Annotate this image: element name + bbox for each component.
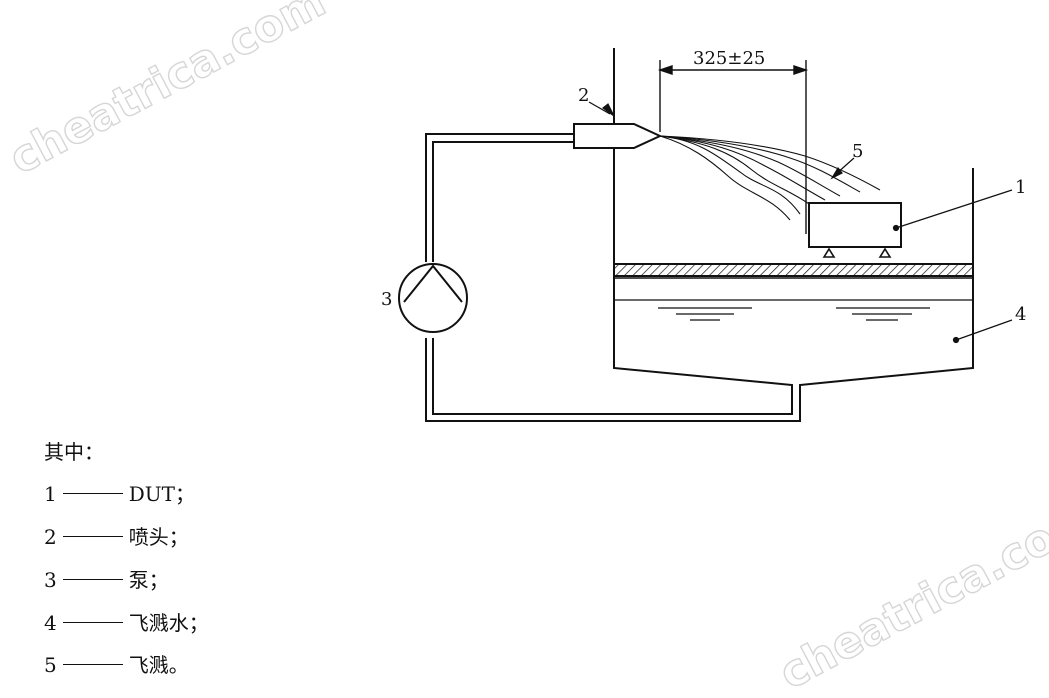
return-pipe (425, 338, 801, 422)
legend-item-2: 2 喷头； (44, 527, 189, 547)
grating (613, 263, 974, 301)
legend-item-5: 5 飞溅。 (44, 655, 189, 675)
legend-heading: 其中： (44, 440, 104, 464)
legend-item-4: 4 飞溅水； (44, 613, 209, 633)
dimension-label: 325±25 (693, 48, 765, 69)
legend-item-text: 飞溅水； (128, 611, 209, 635)
legend-item-number: 1 (44, 482, 57, 506)
watermark-bottom-right: cheatrica.com (771, 491, 1049, 698)
callout-1: 1 (1015, 177, 1026, 198)
legend-dash (62, 579, 123, 580)
pump (398, 263, 468, 333)
nozzle (573, 123, 663, 149)
legend-item-text: DUT； (128, 482, 195, 506)
dut-box (808, 202, 902, 258)
callout-leaders (588, 101, 1013, 344)
callout-4: 4 (1015, 304, 1026, 325)
legend-item-number: 4 (44, 611, 57, 635)
legend-dash (62, 536, 123, 537)
callout-5: 5 (852, 141, 863, 162)
water-surface (658, 307, 930, 321)
legend-dash (62, 622, 123, 623)
callout-3: 3 (381, 289, 392, 310)
legend-dash (62, 493, 123, 494)
legend-item-text: 喷头； (128, 525, 189, 549)
legend-item-text: 飞溅。 (128, 653, 189, 677)
watermark-top-left: cheatrica.com (1, 0, 333, 185)
legend-item-number: 2 (44, 525, 57, 549)
supply-pipe (425, 133, 574, 262)
legend-item-text: 泵； (128, 568, 169, 592)
splash-spray (659, 135, 881, 221)
legend-item-1: 1 DUT； (44, 484, 195, 504)
legend-item-3: 3 泵； (44, 570, 169, 590)
legend-item-number: 5 (44, 653, 57, 677)
legend-dash (62, 664, 123, 665)
dimension-325 (657, 60, 809, 234)
callout-2: 2 (578, 85, 589, 106)
legend-item-number: 3 (44, 568, 57, 592)
